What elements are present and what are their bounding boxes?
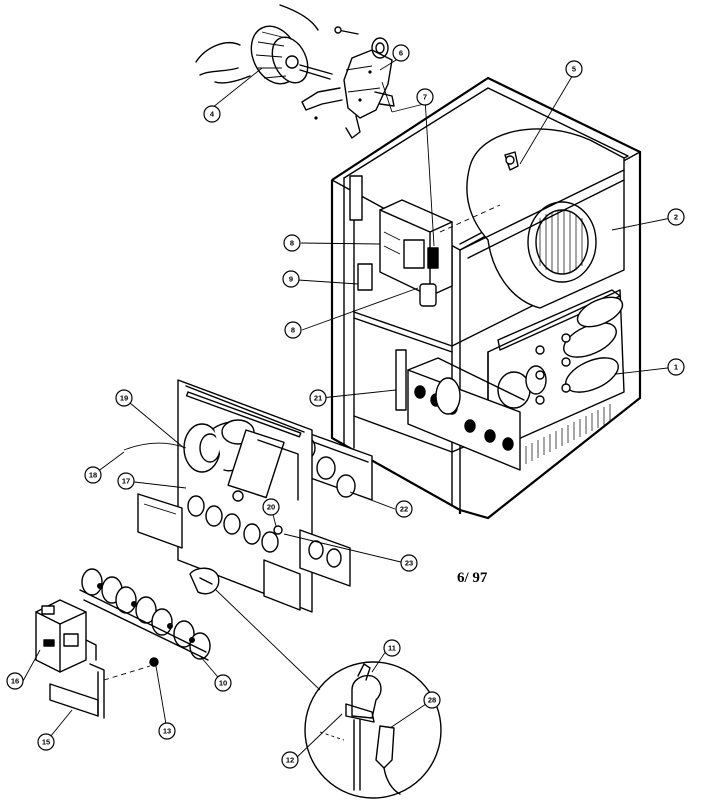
callout-1-label: 1 [674, 363, 678, 372]
callout-1: 1 [667, 358, 685, 376]
flame-sensor-bracket-drawing [189, 567, 220, 595]
gas-pipe-drawing [49, 663, 151, 719]
callout-23: 23 [400, 554, 418, 572]
callout-8-lower: 8 [284, 321, 302, 339]
callout-13-label: 13 [163, 727, 171, 736]
burner-manifold-drawing [79, 568, 211, 661]
callout-4-label: 4 [210, 110, 215, 119]
callout-8-upper-label: 8 [290, 239, 294, 248]
callout-9: 9 [282, 270, 300, 288]
callout-10-label: 10 [219, 679, 227, 688]
gas-valve-drawing [35, 599, 97, 673]
furnace-cabinet-drawing [330, 76, 642, 520]
callout-15-label: 15 [42, 738, 50, 747]
burner-box-assembly-drawing [123, 379, 351, 613]
callout-7: 7 [416, 88, 434, 106]
callout-6-label: 6 [399, 49, 403, 58]
callout-9-label: 9 [289, 275, 293, 284]
motor-mount-bracket-drawing [301, 26, 395, 139]
callout-12-label: 12 [286, 756, 294, 765]
callout-13: 13 [158, 722, 176, 740]
callout-22: 22 [395, 500, 413, 518]
callout-17: 17 [117, 472, 135, 490]
flame-sensor-detail-drawing [215, 589, 442, 799]
callout-19: 19 [115, 389, 133, 407]
callout-8-upper: 8 [283, 234, 301, 252]
callout-6: 6 [392, 44, 410, 62]
callout-28-label: 28 [428, 696, 436, 705]
callout-22-label: 22 [400, 505, 408, 514]
callout-17-label: 17 [122, 477, 130, 486]
blower-motor-drawing [195, 4, 333, 85]
callout-11: 11 [383, 639, 401, 657]
callout-5: 5 [565, 60, 583, 78]
callout-4: 4 [203, 105, 221, 123]
callout-28: 28 [423, 691, 441, 709]
callout-11-label: 11 [388, 644, 396, 653]
callout-2: 2 [667, 208, 685, 226]
callout-23-label: 23 [405, 559, 413, 568]
orifice-drawing [149, 657, 159, 667]
callout-20: 20 [262, 498, 280, 516]
callout-19-label: 19 [120, 394, 128, 403]
date-code: 6/ 97 [457, 570, 488, 586]
callout-21: 21 [309, 389, 327, 407]
callout-12: 12 [281, 751, 299, 769]
callout-7-label: 7 [423, 93, 427, 102]
callout-18-label: 18 [89, 471, 97, 480]
callout-2-label: 2 [674, 213, 678, 222]
callout-15: 15 [37, 733, 55, 751]
callout-8-lower-label: 8 [291, 326, 295, 335]
callout-21-label: 21 [314, 394, 322, 403]
callout-16-label: 16 [11, 677, 19, 686]
callout-16: 16 [6, 672, 24, 690]
callout-10: 10 [214, 674, 232, 692]
callout-20-label: 20 [267, 503, 275, 512]
callout-18: 18 [84, 466, 102, 484]
callout-5-label: 5 [572, 65, 576, 74]
